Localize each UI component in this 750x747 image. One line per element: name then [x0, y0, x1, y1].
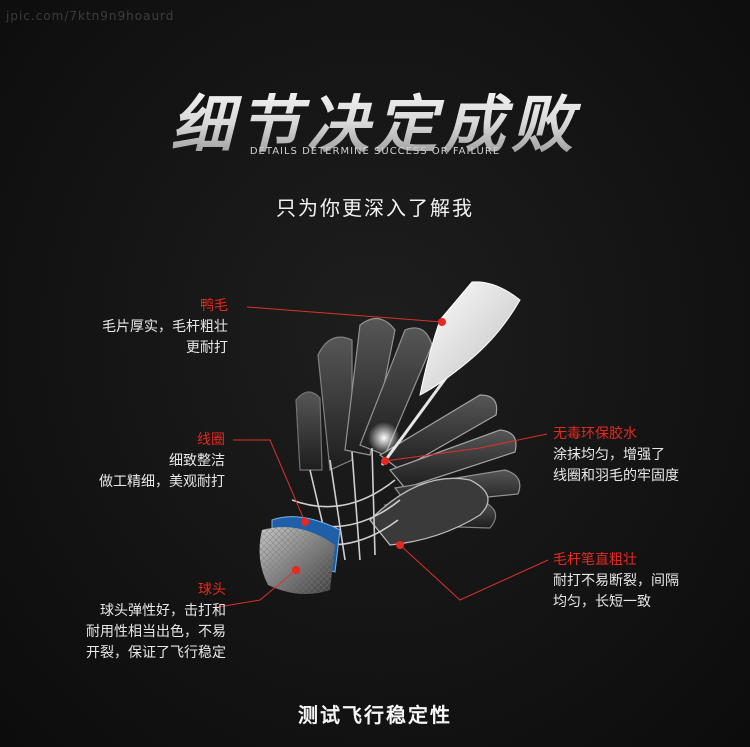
annotation-shaft-line-1: 耐打不易断裂，间隔 — [553, 573, 679, 589]
annotation-glue-title: 无毒环保胶水 — [553, 426, 637, 442]
annotation-thread-title: 线圈 — [197, 432, 225, 448]
annotation-glue-line-1: 涂抹均匀，增强了 — [553, 447, 665, 463]
annotation-cork-title: 球头 — [198, 582, 226, 598]
annotation-feather-title: 鸭毛 — [200, 298, 228, 314]
annotation-cork-line-3: 开裂，保证了飞行稳定 — [86, 645, 226, 661]
leader-dots — [292, 318, 446, 574]
tagline: 只为你更深入了解我 — [276, 196, 474, 220]
headline: 细节决定成败 — [0, 74, 750, 164]
annotation-shaft-line-2: 均匀，长短一致 — [553, 594, 651, 610]
annotation-feather-line-2: 更耐打 — [186, 340, 228, 356]
watermark: jpic.com/7ktn9n9hoaurd — [6, 9, 175, 23]
leader-lines — [217, 306, 549, 608]
annotation-thread: 线圈 细致整洁 做工精细，美观耐打 — [99, 430, 225, 493]
front-feather — [369, 477, 489, 546]
annotation-shaft-title: 毛杆笔直粗壮 — [553, 552, 637, 568]
annotation-shaft: 毛杆笔直粗壮 耐打不易断裂，间隔 均匀，长短一致 — [553, 550, 679, 613]
annotation-cork-line-2: 耐用性相当出色，不易 — [86, 624, 226, 640]
annotation-cork-line-1: 球头弹性好，击打和 — [100, 603, 226, 619]
annotation-feather: 鸭毛 毛片厚实，毛杆粗壮 更耐打 — [102, 296, 228, 359]
annotation-thread-line-1: 细致整洁 — [169, 453, 225, 469]
subheadline: DETAILS DETERMINE SUCCESS OR FAILURE — [249, 146, 501, 157]
sparkle-icon — [368, 422, 400, 454]
annotation-glue-line-2: 线圈和羽毛的牢固度 — [553, 468, 679, 484]
annotation-feather-line-1: 毛片厚实，毛杆粗壮 — [102, 319, 228, 335]
annotation-cork: 球头 球头弹性好，击打和 耐用性相当出色，不易 开裂，保证了飞行稳定 — [86, 580, 226, 664]
annotation-thread-line-2: 做工精细，美观耐打 — [99, 474, 225, 490]
footer-caption: 测试飞行稳定性 — [298, 703, 452, 727]
annotation-glue: 无毒环保胶水 涂抹均匀，增强了 线圈和羽毛的牢固度 — [553, 424, 679, 487]
